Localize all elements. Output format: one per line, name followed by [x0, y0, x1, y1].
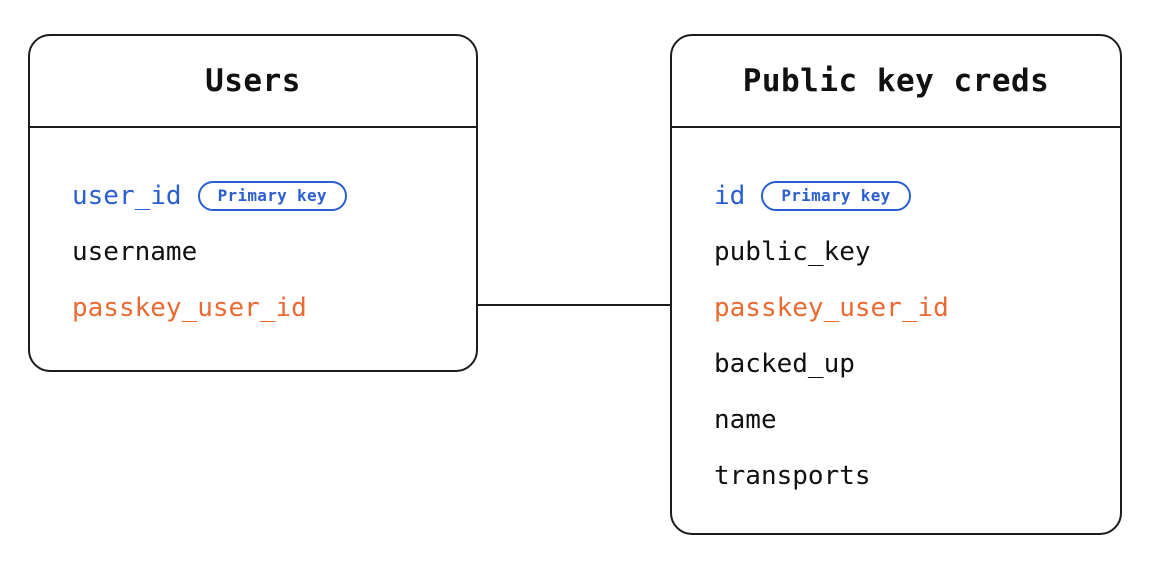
- field-row-transports[interactable]: transports: [714, 448, 1120, 504]
- field-row-name[interactable]: name: [714, 392, 1120, 448]
- field-row-username[interactable]: username: [72, 224, 476, 280]
- entity-title-public-key-creds: Public key creds: [742, 62, 1050, 99]
- field-name-name: name: [714, 405, 777, 435]
- field-name-transports: transports: [714, 461, 871, 491]
- field-row-backed-up[interactable]: backed_up: [714, 336, 1120, 392]
- field-name-id: id: [714, 181, 746, 211]
- entity-title-users: Users: [205, 62, 301, 99]
- field-row-id[interactable]: id Primary key: [714, 168, 1120, 224]
- field-name-username: username: [72, 237, 198, 267]
- relationship-connector-line: [477, 304, 671, 306]
- field-name-user-id: user_id: [72, 181, 182, 211]
- field-row-passkey-user-id[interactable]: passkey_user_id: [714, 280, 1120, 336]
- field-name-backed-up: backed_up: [714, 349, 855, 379]
- entity-header-public-key-creds: Public key creds: [672, 36, 1120, 128]
- field-name-passkey-user-id: passkey_user_id: [714, 293, 949, 323]
- field-name-public-key: public_key: [714, 237, 871, 267]
- entity-box-users[interactable]: Users user_id Primary key username passk…: [28, 34, 478, 372]
- primary-key-badge: Primary key: [197, 181, 347, 211]
- primary-key-badge: Primary key: [761, 181, 911, 211]
- field-row-user-id[interactable]: user_id Primary key: [72, 168, 476, 224]
- field-row-public-key[interactable]: public_key: [714, 224, 1120, 280]
- entity-header-users: Users: [30, 36, 476, 128]
- entity-field-list-public-key-creds: id Primary key public_key passkey_user_i…: [672, 128, 1120, 533]
- field-row-passkey-user-id[interactable]: passkey_user_id: [72, 280, 476, 336]
- entity-field-list-users: user_id Primary key username passkey_use…: [30, 128, 476, 370]
- entity-box-public-key-creds[interactable]: Public key creds id Primary key public_k…: [670, 34, 1122, 535]
- field-name-passkey-user-id: passkey_user_id: [72, 293, 307, 323]
